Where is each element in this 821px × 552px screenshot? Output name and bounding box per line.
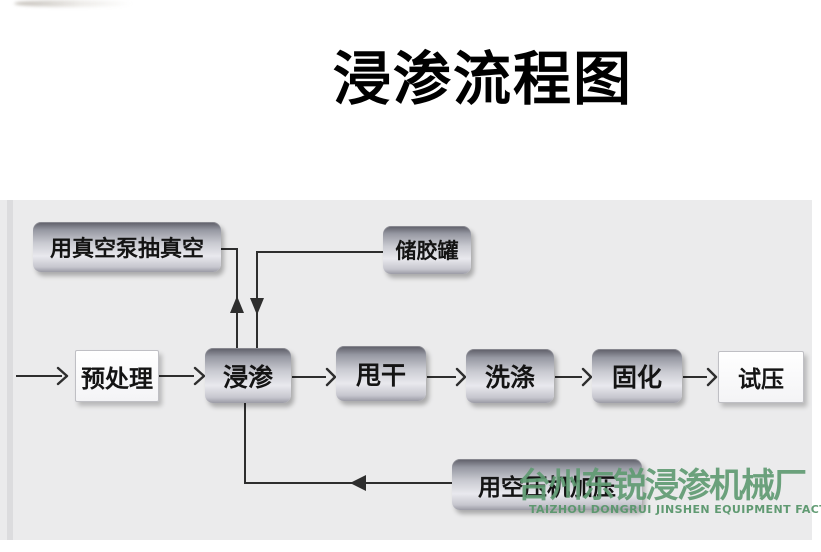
node-pretreatment-label: 预处理 [81,364,153,393]
watermark-chinese: 台州东锐浸渗机械厂 [517,466,807,506]
node-vacuum-pump: 用真空泵抽真空 [33,222,221,272]
watermark-english: TAIZHOU DONGRUI JINSHEN EQUIPMENT FACTOR… [529,503,821,516]
node-washing-label: 洗涤 [484,363,535,392]
node-glue-tank-label: 储胶罐 [395,239,459,263]
node-pretreatment: 预处理 [75,350,159,402]
node-curing: 固化 [592,349,682,403]
scan-smudge [14,0,134,7]
node-impregnation: 浸渗 [205,348,291,403]
node-curing-label: 固化 [611,363,662,392]
node-glue-tank: 储胶罐 [383,226,471,274]
node-spin-dry-label: 甩干 [355,360,406,390]
node-pressure-test-label: 试压 [738,367,784,393]
node-air-compressor-label: 用空压机加压 [478,474,616,501]
panel-left-band [7,200,13,540]
node-spin-dry: 甩干 [336,346,426,401]
node-vacuum-pump-label: 用真空泵抽真空 [49,237,204,262]
page-title: 浸渗流程图 [332,45,633,113]
node-pressure-test: 试压 [718,351,804,403]
node-washing: 洗涤 [466,349,554,403]
node-air-compressor: 用空压机加压 [452,459,642,510]
node-impregnation-label: 浸渗 [222,362,273,392]
